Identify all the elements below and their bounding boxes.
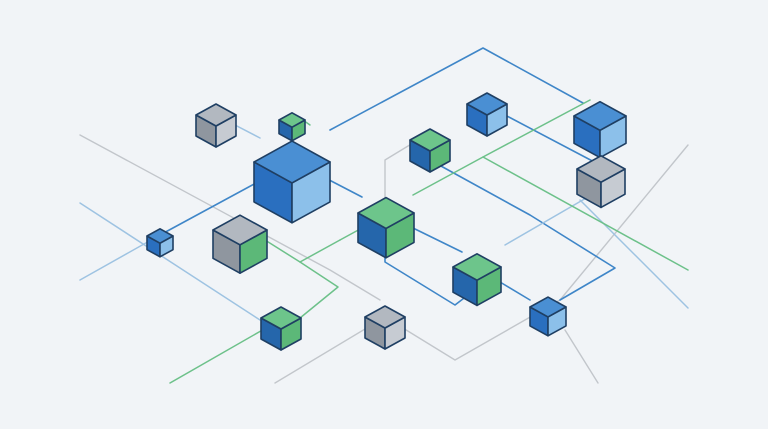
cube-node-green-top-middle: [409, 128, 451, 173]
connector-line: [564, 329, 599, 384]
cube-node-small-blue-left: [146, 228, 174, 258]
connector-line: [329, 47, 584, 131]
connector-line: [384, 142, 414, 201]
cube-node-blue-top-right-small: [466, 92, 508, 137]
connector-line: [482, 156, 689, 271]
cube-node-green-center-hub: [357, 196, 415, 259]
cube-top-face: [529, 296, 567, 318]
cube-node-gray-lower-middle: [364, 305, 406, 350]
cube-node-blue-top-right-large: [573, 100, 627, 159]
connector-line: [559, 144, 689, 301]
cube-node-green-lower-center: [452, 253, 502, 307]
cube-top-face: [278, 112, 306, 128]
cube-node-gray-green-mid-left: [212, 214, 268, 275]
cube-top-face: [253, 140, 331, 184]
cube-top-face: [364, 305, 406, 329]
connector-line: [264, 239, 341, 263]
connector-line: [234, 124, 261, 139]
connector-line: [299, 261, 339, 319]
cube-top-face: [146, 228, 174, 244]
connector-line: [429, 159, 616, 301]
cube-node-small-green-top: [278, 112, 306, 142]
cube-top-face: [576, 155, 626, 183]
cube-top-face: [573, 100, 627, 132]
cube-node-green-lower-left: [260, 306, 302, 351]
cube-top-face: [260, 306, 302, 330]
connector-line: [579, 199, 689, 309]
cube-top-face: [466, 92, 508, 116]
connector-line: [504, 114, 601, 166]
cube-node-large-blue-main: [253, 140, 331, 224]
cube-top-face: [452, 253, 502, 282]
cube-top-face: [409, 128, 451, 152]
connector-line: [79, 134, 381, 301]
cube-node-gray-top-left: [195, 103, 237, 148]
connector-line: [504, 189, 601, 246]
cube-node-blue-lower-right: [529, 296, 567, 337]
cube-top-face: [357, 196, 415, 230]
connector-line: [499, 281, 531, 301]
cube-top-face: [212, 214, 268, 246]
cube-node-gray-right: [576, 155, 626, 209]
connector-line: [384, 299, 561, 361]
cube-top-face: [195, 103, 237, 127]
cube-nodes: [146, 92, 627, 351]
connector-line: [412, 227, 463, 253]
